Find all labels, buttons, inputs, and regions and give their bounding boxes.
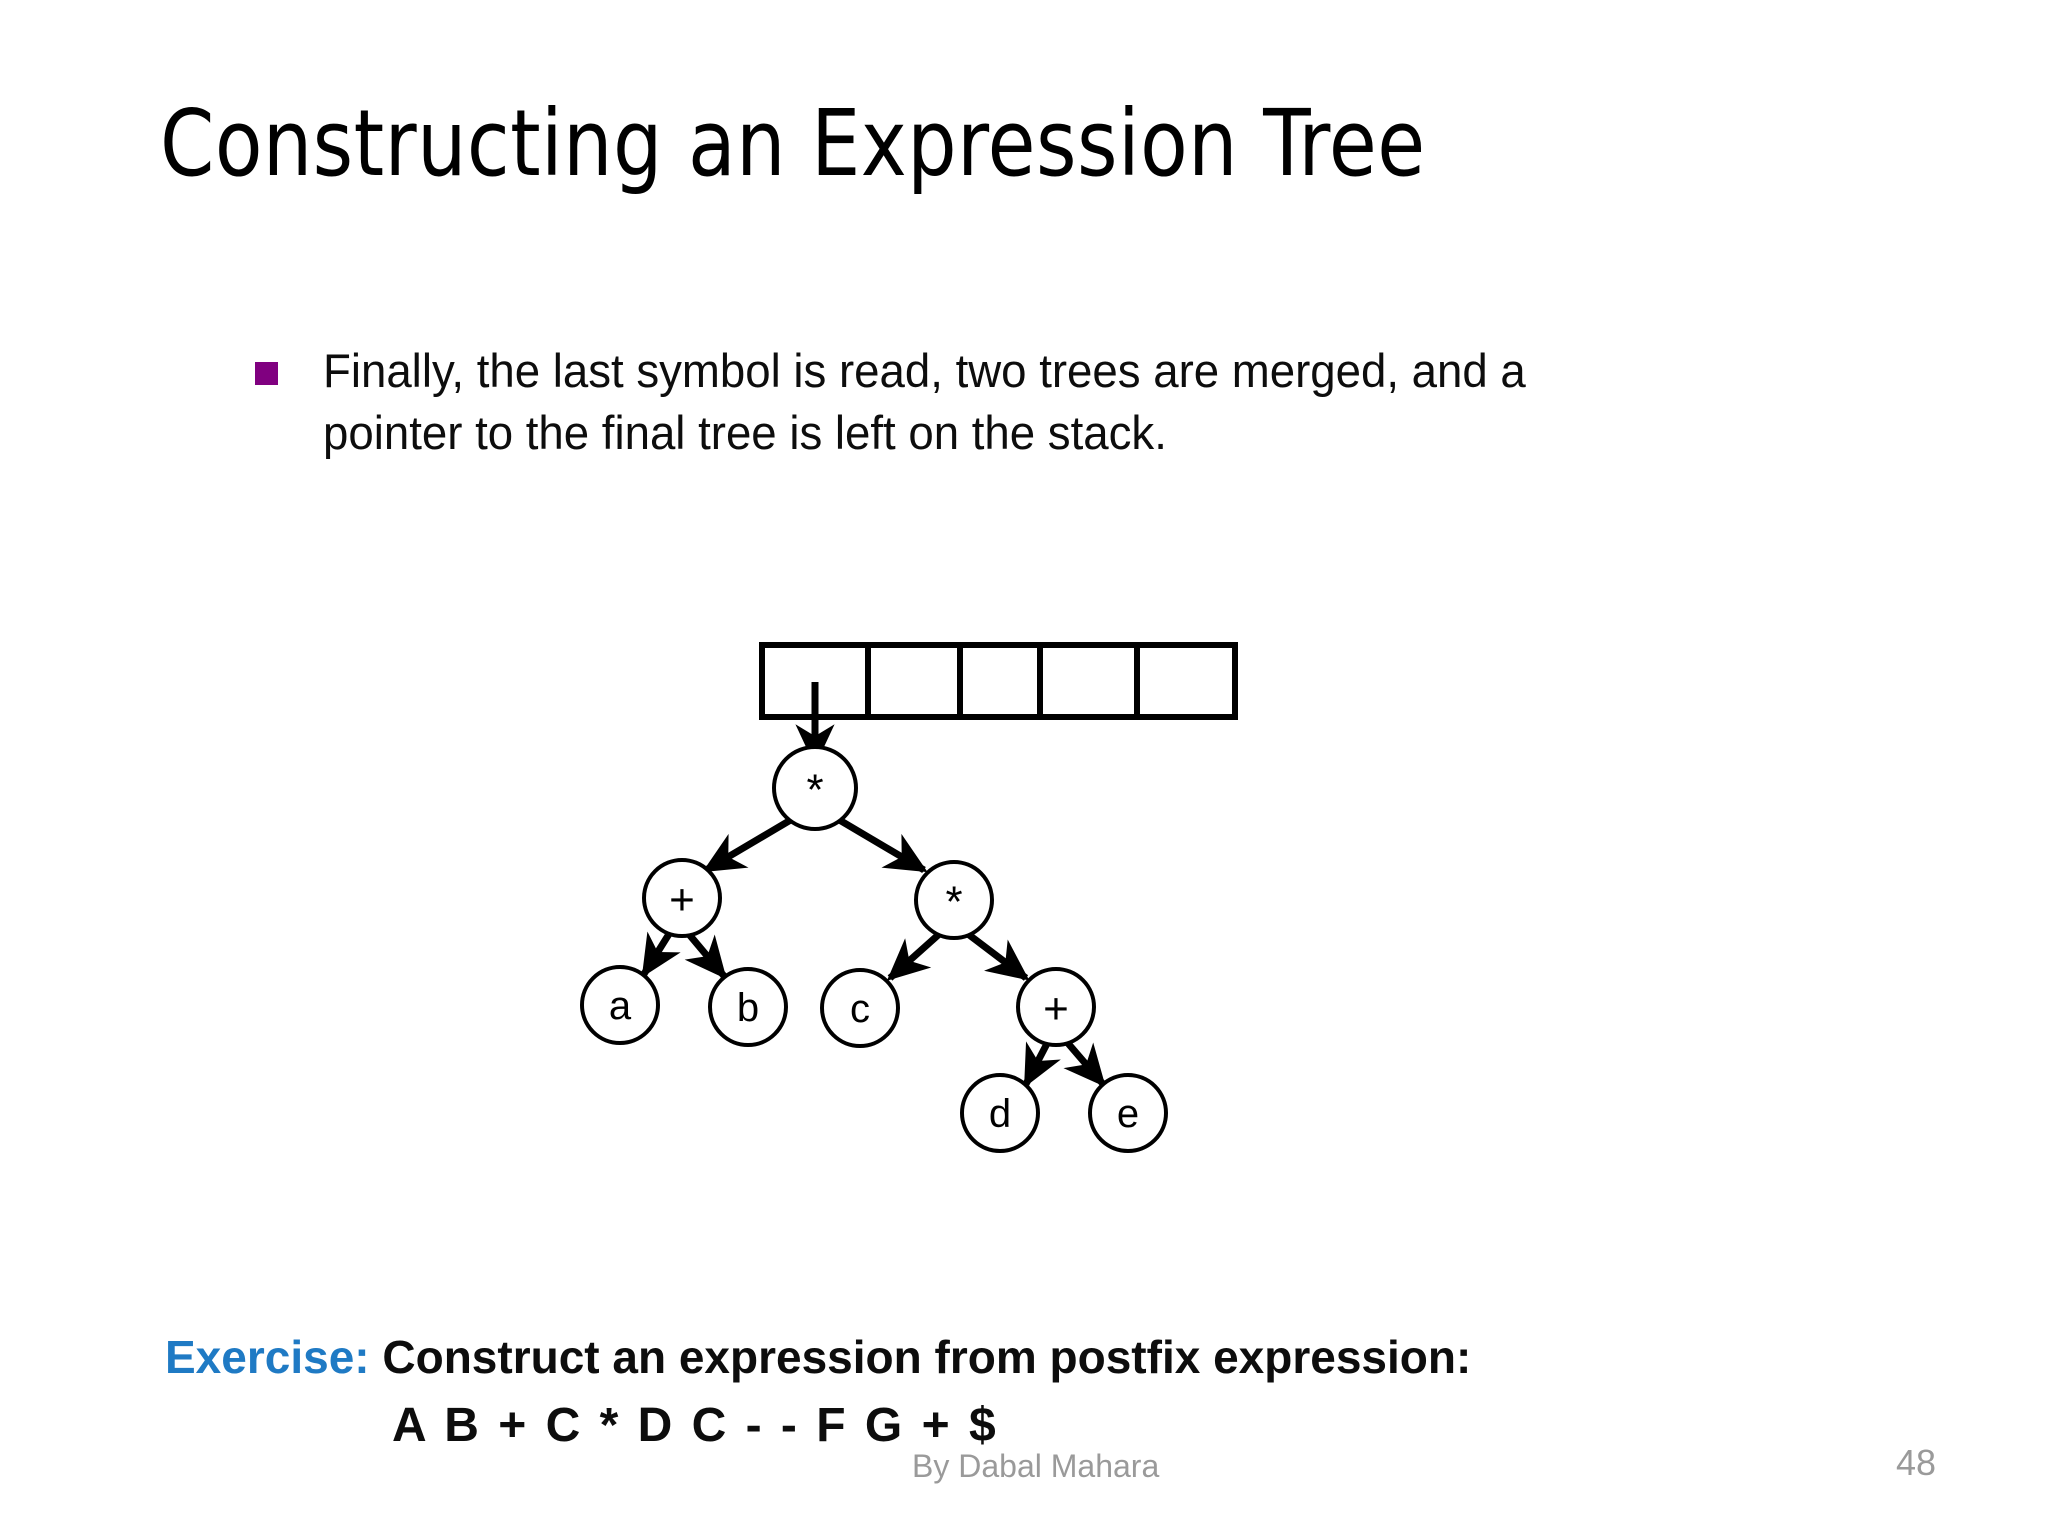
node-label-plus1: + — [669, 876, 695, 925]
tree-node-b[interactable]: b — [708, 967, 788, 1047]
node-circle-star2 — [914, 860, 994, 940]
edge-root-to-star2 — [834, 814, 928, 874]
stack-cell-4[interactable] — [1134, 642, 1238, 720]
bullet-item-text: Finally, the last symbol is read, two tr… — [323, 344, 1526, 460]
stack-outline — [759, 642, 1238, 720]
tree-node-c[interactable]: c — [820, 968, 900, 1048]
node-circle-d — [960, 1073, 1040, 1153]
stack-cell-1[interactable] — [865, 642, 963, 720]
node-circle-b — [708, 967, 788, 1047]
node-label-plus2: + — [1043, 985, 1069, 1034]
stack-array — [759, 642, 1238, 720]
node-circle-c — [820, 968, 900, 1048]
tree-node-root[interactable]: * — [772, 745, 858, 831]
list-item: Finally, the last symbol is read, two tr… — [255, 340, 1975, 464]
edge-star2-to-c — [886, 925, 949, 981]
node-label-a: a — [609, 984, 632, 1028]
node-label-d: d — [989, 1092, 1011, 1136]
tree-node-e[interactable]: e — [1088, 1073, 1168, 1153]
footer-author: By Dabal Mahara — [912, 1448, 1160, 1484]
node-label-b: b — [737, 986, 759, 1030]
node-circle-plus2 — [1016, 967, 1096, 1047]
square-bullet-icon — [255, 362, 278, 385]
node-label-star2: * — [945, 878, 962, 927]
bullet-list: Finally, the last symbol is read, two tr… — [255, 340, 1975, 464]
node-label-e: e — [1117, 1092, 1139, 1136]
exercise-label: Exercise: — [165, 1331, 370, 1383]
tree-node-plus1[interactable]: + — [642, 858, 722, 938]
node-label-root: * — [806, 766, 823, 815]
exercise-line: Exercise: Construct an expression from p… — [165, 1330, 1471, 1384]
tree-node-d[interactable]: d — [960, 1073, 1040, 1153]
expression-tree-svg: * + * a — [580, 642, 1238, 1153]
stack-cell-2[interactable] — [957, 642, 1043, 720]
stack-cell-3[interactable] — [1037, 642, 1140, 720]
node-circle-e — [1088, 1073, 1168, 1153]
node-circle-root — [772, 745, 858, 831]
node-circle-plus1 — [642, 858, 722, 938]
edge-star2-to-plus2 — [957, 925, 1030, 981]
node-label-c: c — [850, 987, 870, 1031]
page-number: 48 — [1896, 1442, 1937, 1483]
postfix-expression: A B + C * D C - - F G + $ — [392, 1399, 999, 1452]
exercise-body-text: Construct an expression from postfix exp… — [382, 1331, 1472, 1383]
edge-root-to-plus1 — [702, 814, 796, 874]
tree-node-star2[interactable]: * — [914, 860, 994, 940]
node-circle-a — [580, 965, 660, 1045]
page-title: Constructing an Expression Tree — [160, 90, 1426, 197]
tree-node-a[interactable]: a — [580, 965, 660, 1045]
tree-node-plus2[interactable]: + — [1016, 967, 1096, 1047]
expression-tree-diagram: * + * a — [560, 610, 1360, 1330]
tree-nodes: * + * a — [580, 745, 1168, 1153]
